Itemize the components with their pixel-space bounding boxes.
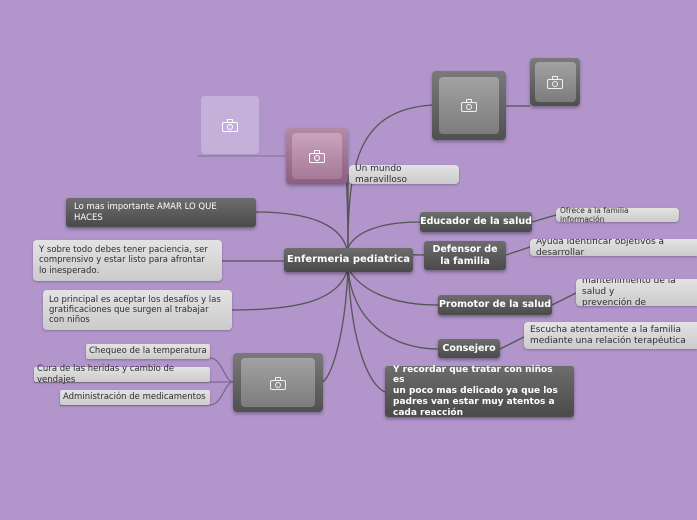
link-center-consejero <box>347 267 439 350</box>
topic-educador-sub[interactable]: Ofrece a la familia información <box>556 206 679 224</box>
image-placeholder-right[interactable] <box>530 58 580 106</box>
topic-mundo-maravilloso[interactable]: Un mundo maravilloso <box>349 164 459 185</box>
topic-chequeo[interactable]: Chequeo de la temperatura <box>86 344 210 359</box>
link-center-educador <box>347 221 421 249</box>
camera-icon <box>221 118 238 132</box>
link-center-bottom-image <box>321 267 349 383</box>
topic-consejero[interactable]: Consejero <box>438 339 500 358</box>
topic-paciencia[interactable]: Y sobre todo debes tener paciencia, ser … <box>33 240 222 281</box>
topic-educador[interactable]: Educador de la salud <box>420 212 532 232</box>
link-consejero-sub <box>499 336 525 350</box>
link-educador-sub <box>531 214 557 223</box>
link-center-top-image <box>347 104 433 249</box>
camera-icon <box>460 99 477 113</box>
camera-icon <box>547 75 563 89</box>
image-placeholder-top[interactable] <box>432 71 506 140</box>
link-bottom-image-administracion <box>209 381 234 406</box>
central-topic[interactable]: Enfermeria pediatrica <box>284 248 413 272</box>
topic-promotor-sub[interactable]: Ayuda al mantenimiento de la salud y pre… <box>576 279 697 306</box>
topic-defensor[interactable]: Defensor de la familia <box>424 241 506 270</box>
topic-administracion[interactable]: Administración de medicamentos <box>60 390 210 405</box>
topic-promotor[interactable]: Promotor de la salud <box>438 295 552 315</box>
camera-icon <box>269 376 286 390</box>
link-defensor-sub <box>505 246 531 256</box>
link-center-amar <box>255 211 349 256</box>
link-center-promotor <box>347 267 439 306</box>
link-center-desafios <box>231 267 349 311</box>
topic-amar[interactable]: Lo mas importante AMAR LO QUE HACES <box>66 198 256 227</box>
image-placeholder-bottom[interactable] <box>233 353 323 412</box>
topic-consejero-sub[interactable]: Escucha atentamente a la familia mediant… <box>524 322 697 349</box>
image-placeholder-pink[interactable] <box>286 128 348 184</box>
topic-defensor-sub[interactable]: Ayuda identificar objetivos a desarrolla… <box>530 239 697 256</box>
image-placeholder-faint[interactable] <box>201 96 259 154</box>
link-promotor-sub <box>551 292 577 306</box>
link-bottom-image-chequeo <box>209 357 234 383</box>
camera-icon <box>308 150 325 163</box>
topic-cura[interactable]: Cura de las heridas y cambio de vendajes <box>34 364 210 385</box>
topic-recordar[interactable]: Y recordar que tratar con niños es un po… <box>385 365 574 418</box>
link-center-recordar <box>347 267 386 393</box>
topic-desafios[interactable]: Lo principal es aceptar los desafíos y l… <box>43 290 232 330</box>
